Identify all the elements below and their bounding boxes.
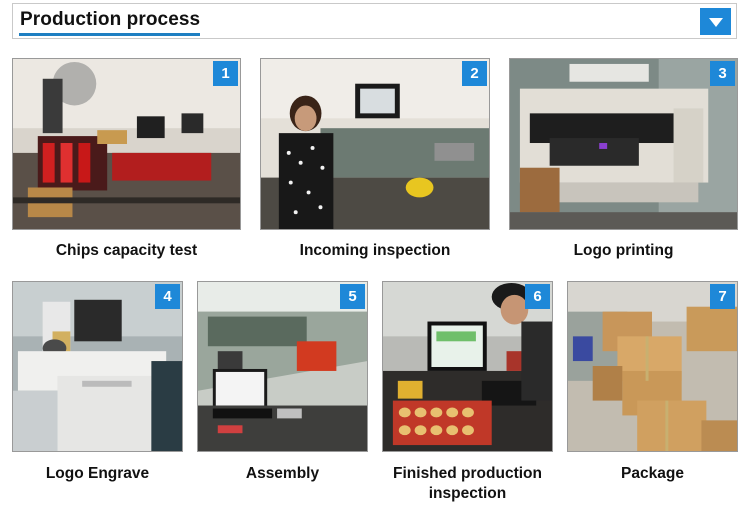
section-title: Production process xyxy=(20,9,201,30)
chevron-down-icon xyxy=(708,18,723,27)
section-header: Production process xyxy=(12,3,737,39)
step-caption: Incoming inspection xyxy=(299,242,451,259)
step-number-badge: 4 xyxy=(155,284,180,309)
step-number-badge: 2 xyxy=(462,61,487,86)
step-caption: Logo Engrave xyxy=(45,465,150,482)
collapse-toggle-button[interactable] xyxy=(700,8,731,35)
step-caption: Logo printing xyxy=(573,242,674,259)
step-photo-package: 7 xyxy=(567,281,738,452)
step-photo-chips-capacity-test: 1 xyxy=(12,58,241,230)
step-photo-finished-production-inspection: 6 xyxy=(382,281,553,452)
step-photo-assembly: 5 xyxy=(197,281,368,452)
step-photo-incoming-inspection: 2 xyxy=(260,58,490,230)
step-caption: Chips capacity test xyxy=(55,242,198,259)
step-photo-logo-printing: 3 xyxy=(509,58,738,230)
title-underline xyxy=(19,33,200,36)
step-number-badge: 3 xyxy=(710,61,735,86)
step-number-badge: 7 xyxy=(710,284,735,309)
step-number-badge: 5 xyxy=(340,284,365,309)
step-number-badge: 6 xyxy=(525,284,550,309)
step-caption: Package xyxy=(621,465,684,482)
step-photo-logo-engrave: 4 xyxy=(12,281,183,452)
step-caption: Assembly xyxy=(245,465,320,482)
step-number-badge: 1 xyxy=(213,61,238,86)
